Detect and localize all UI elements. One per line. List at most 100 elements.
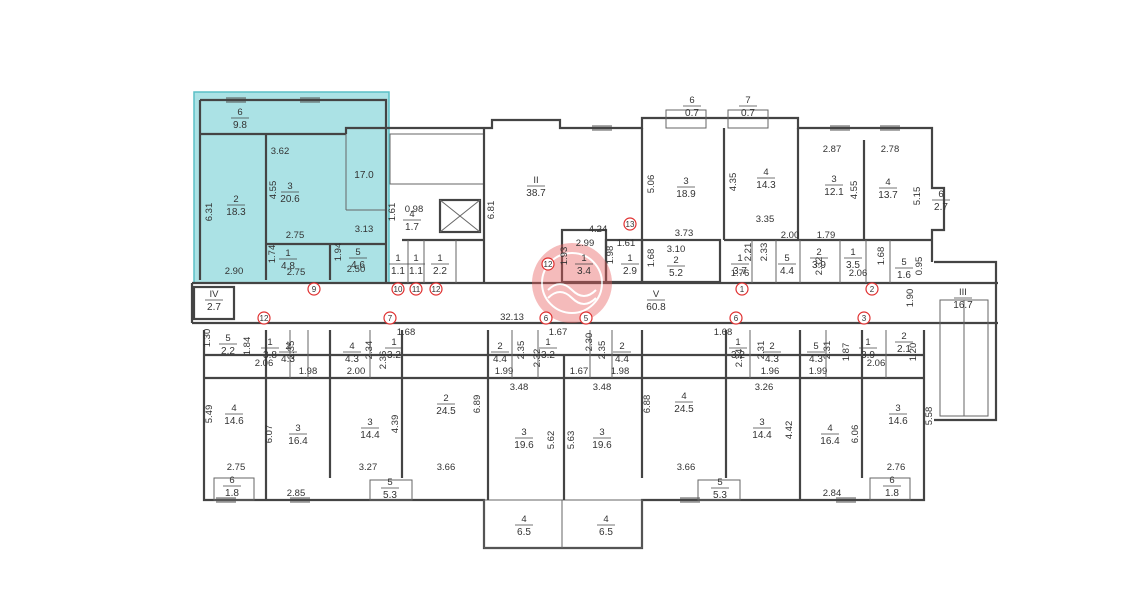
dimension-label: 1.93 [559,247,570,266]
axis-marker: 6 [539,311,553,325]
axis-marker-label: 13 [626,220,635,229]
dimension-label: 3.66 [437,462,456,473]
room-area: 14.4 [360,430,380,441]
dimension-label: 2.00 [347,366,366,377]
room-number: 4 [681,391,686,402]
room-label: 13.8 [261,337,279,361]
axis-marker-label: 12 [544,260,553,269]
room-number: 2 [233,194,238,205]
room-number: 3 [831,174,836,185]
dimension-label: 2.33 [759,243,770,262]
room-number: 4 [827,423,832,434]
dimension-label: 4.24 [589,224,608,235]
dimension-label: 2.34 [734,349,745,368]
room-area: 13.7 [878,190,898,201]
room-area: 2.7 [934,202,948,213]
room-area: 1.1 [409,266,423,277]
room-label: 55.3 [711,477,729,501]
dimension-label: 6.07 [264,425,275,444]
room-label: 61.8 [883,475,901,499]
axis-marker: 12 [429,282,443,296]
dimension-label: 6.06 [850,425,861,444]
room-number: 6 [689,95,694,106]
axis-marker-label: 11 [412,285,421,294]
room-number: 1 [437,253,442,264]
dimension-label: 4.35 [728,173,739,192]
dimension-label: 2.84 [823,488,842,499]
room-label: 413.7 [878,177,898,201]
room-number: 2 [816,247,821,258]
dimension-label: 3.27 [359,462,378,473]
room-area: 14.4 [752,430,772,441]
axis-marker-circle [541,257,555,271]
room-area: 2.2 [433,266,447,277]
room-area: 18.3 [226,207,246,218]
dimension-label: 2.06 [849,268,868,279]
dimension-label: 1.68 [397,327,416,338]
dimension-label: 2.75 [227,462,246,473]
axis-marker-circle [409,282,423,296]
room-label: 41.7 [403,209,421,233]
axis-marker-label: 12 [432,285,441,294]
room-area: 4.3 [809,354,823,365]
room-area: 16.4 [288,436,308,447]
dimension-label: 1.98 [611,366,630,377]
axis-marker-label: 9 [312,285,317,294]
dimension-label: 5.06 [646,175,657,194]
room-number: 6 [938,189,943,200]
room-area: 3.5 [846,260,860,271]
dimension-label: 1.68 [646,249,657,268]
room-number: 3 [367,417,372,428]
room-area: 3.9 [812,260,826,271]
room-area: 17.0 [354,170,374,181]
dimension-label: 2.06 [867,358,886,369]
room-label: 320.6 [280,181,300,205]
room-number: 1 [627,253,632,264]
room-label: 46.5 [597,514,615,538]
dimension-label: 2.32 [814,257,825,276]
room-area: 4.4 [493,354,507,365]
room-label: 316.4 [288,423,308,447]
room-number: 2 [901,331,906,342]
dimension-label: 1.74 [267,245,278,264]
dimension-label: 3.73 [675,228,694,239]
room-area: 2.2 [221,346,235,357]
dimension-label: 1.67 [570,366,589,377]
axis-marker-label: 6 [734,314,739,323]
room-number: 5 [225,333,230,344]
room-area: 38.7 [526,188,546,199]
dimension-label: 2.32 [532,349,543,368]
room-number: 5 [901,257,906,268]
room-number: 3 [599,427,604,438]
dimension-label: 2.31 [756,341,767,360]
axis-marker: 12 [257,311,271,325]
dimension-label: 0.98 [405,204,424,215]
room-label: 13.2 [385,337,403,361]
room-number: 5 [387,477,392,488]
room-number: 2 [619,341,624,352]
room-area: 9.8 [233,120,247,131]
room-number: 2 [769,341,774,352]
dimension-label: 2.35 [597,341,608,360]
room-number: 5 [717,477,722,488]
room-number: 3 [759,417,764,428]
dimension-label: 5.49 [204,405,215,424]
dimension-label: 1.79 [817,230,836,241]
dimension-label: 2.35 [516,341,527,360]
room-label: 54.4 [778,253,796,277]
room-area: 3.2 [541,350,555,361]
room-area: 24.5 [674,404,694,415]
dimension-label: 2.00 [781,230,800,241]
selected-apartment-highlight[interactable] [193,91,390,284]
room-label: 12.9 [621,253,639,277]
axis-marker-circle [729,311,743,325]
room-area: 5.3 [383,490,397,501]
room-number: 4 [521,514,526,525]
room-area: 19.6 [514,440,534,451]
room-label: 416.4 [820,423,840,447]
room-area: 6.5 [599,527,613,538]
room-area: 3.8 [263,350,277,361]
room-area: 4.4 [780,266,794,277]
